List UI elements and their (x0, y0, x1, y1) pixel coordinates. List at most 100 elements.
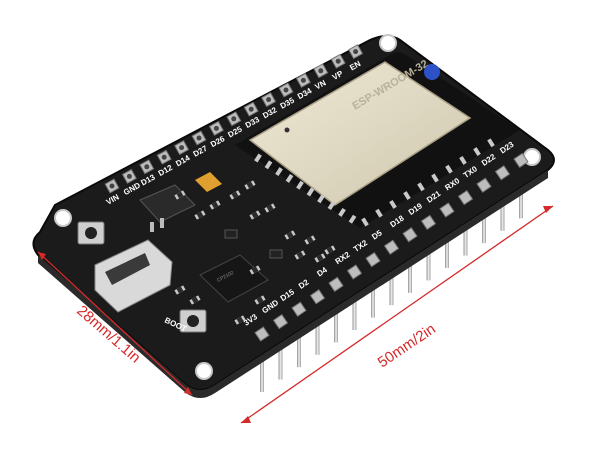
bottom-pad (439, 202, 455, 218)
mount-hole-bottom (195, 362, 213, 380)
top-pad-hole (109, 183, 115, 189)
header-pin (371, 267, 375, 318)
boot-button[interactable] (179, 309, 207, 333)
module-pad (327, 201, 336, 211)
top-pad-hole (300, 77, 306, 83)
antenna-dot (424, 64, 440, 80)
en-button[interactable] (77, 221, 105, 245)
smd-part (254, 295, 266, 305)
bottom-pad (291, 301, 307, 317)
smd-center (326, 246, 334, 254)
smd-center (191, 296, 199, 304)
module-pad (473, 147, 481, 157)
header-pin (408, 242, 412, 293)
micro-usb-connector (94, 239, 173, 313)
bottom-pad (254, 326, 270, 342)
header-pin (260, 342, 264, 392)
smd-components (174, 180, 336, 325)
module-pad (275, 167, 283, 177)
smd-center (296, 251, 304, 259)
bottom-pad (328, 276, 344, 293)
smd-part (209, 200, 221, 210)
top-pad-hole (283, 87, 289, 93)
top-pad-hole (196, 135, 202, 141)
smd-center (256, 296, 264, 304)
module-pad (459, 155, 467, 165)
top-pad-hole (231, 116, 237, 122)
module-pad (375, 208, 383, 218)
smd-center (211, 201, 219, 209)
bottom-pad (494, 165, 511, 181)
top-pad-hole (248, 106, 254, 112)
bottom-pad (402, 227, 418, 243)
pin-pads-top (104, 44, 364, 194)
module-pad (417, 182, 425, 192)
module-pad (445, 164, 453, 174)
bottom-pad (383, 239, 400, 255)
smd-part (314, 253, 326, 263)
smd-part (189, 295, 201, 305)
top-pad-hole (179, 145, 185, 151)
smd-center (286, 231, 294, 239)
header-pin (315, 304, 320, 355)
smd-center (251, 266, 259, 274)
header-pin (352, 280, 357, 330)
pin1-dot (284, 127, 290, 133)
rf-shield (248, 61, 472, 206)
smd-part (229, 190, 241, 200)
mount-hole-top (379, 34, 397, 52)
module-pad (348, 214, 357, 224)
bottom-pad (457, 189, 474, 206)
module-pad (254, 153, 262, 163)
smd-part (294, 250, 306, 260)
smd-center (266, 204, 274, 212)
smd-part (249, 265, 261, 275)
bottom-pad (365, 251, 381, 268)
smd-center (236, 316, 244, 324)
module-pad (306, 187, 315, 197)
smd-part (174, 285, 186, 295)
bottom-pad (476, 177, 492, 193)
module-pad (264, 160, 273, 170)
smd-center (316, 254, 324, 262)
top-pad-hole (213, 125, 219, 131)
pin-pads-bottom (254, 152, 529, 342)
header-pin (334, 292, 338, 343)
smd-part (264, 203, 276, 213)
top-pad-hole (353, 49, 359, 55)
header-pin (278, 329, 283, 380)
bottom-pad (346, 264, 363, 280)
module-pad (317, 194, 325, 204)
smd-center (196, 211, 204, 219)
usb-uart-chip: CP2102 (199, 254, 269, 303)
header-pin (297, 317, 301, 368)
smd-part (249, 210, 261, 220)
smd-center (251, 211, 259, 219)
module-pad (285, 173, 294, 183)
tantalum-capacitor (195, 172, 222, 192)
smd-part (234, 315, 246, 325)
smd-part (284, 230, 296, 240)
smd-center (246, 181, 254, 189)
module-pad (403, 191, 411, 201)
top-pad-hole (161, 154, 167, 160)
header-pin (389, 255, 394, 306)
header-pin (426, 230, 431, 281)
bottom-pad (420, 214, 437, 231)
module-pad (296, 180, 304, 190)
top-pad-hole (126, 173, 132, 179)
smd-part (324, 245, 336, 255)
top-pad-hole (144, 164, 150, 170)
smd-part (304, 235, 316, 245)
smd-center (306, 236, 314, 244)
mount-hole-left (54, 209, 72, 227)
module-pad (338, 207, 346, 217)
transistors (224, 229, 283, 259)
smd-center (176, 191, 184, 199)
top-pad-hole (335, 58, 341, 64)
bottom-pad (272, 313, 289, 330)
smd-center (231, 191, 239, 199)
smd-part (194, 210, 206, 220)
length-dimension-label: 50mm/2in (375, 320, 439, 371)
top-pad-hole (266, 97, 272, 103)
